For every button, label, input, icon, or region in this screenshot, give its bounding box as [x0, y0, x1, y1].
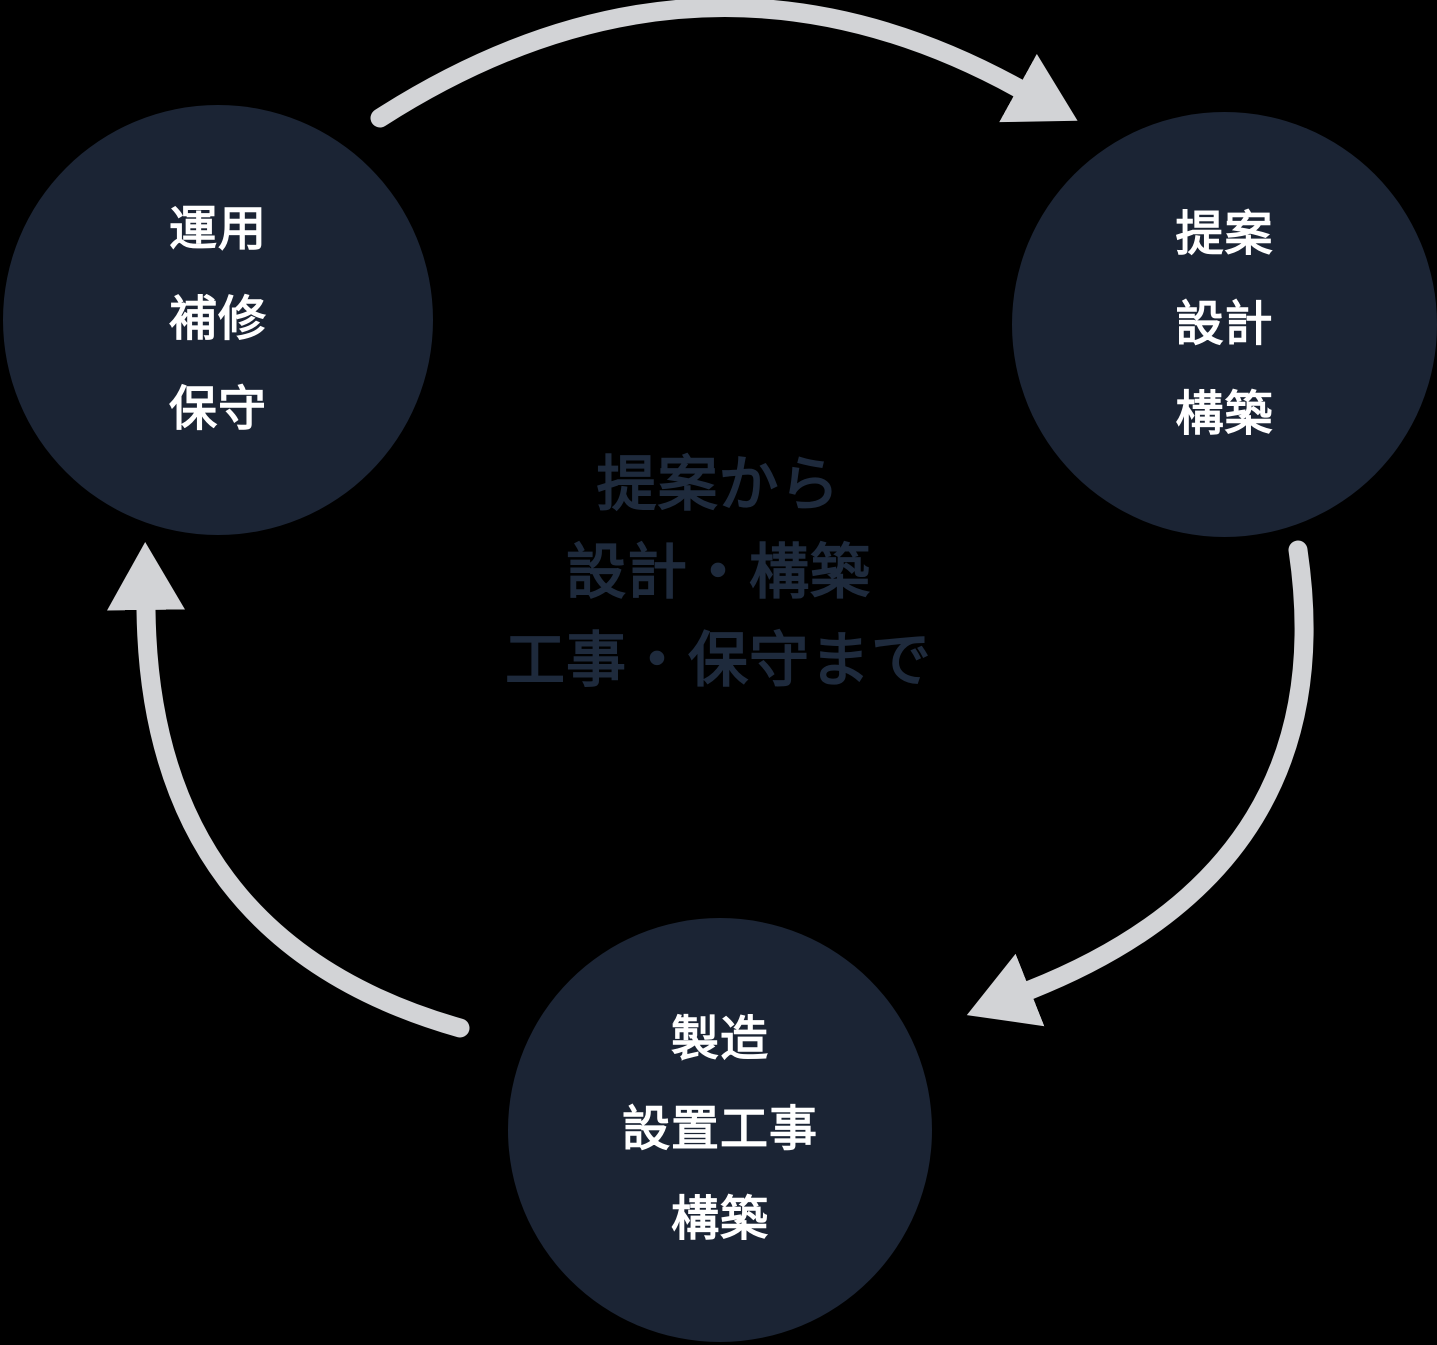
circle-operation: 運用 補修 保守: [3, 105, 433, 535]
center-caption-line: 設計・構築: [566, 539, 871, 606]
center-caption-line: 提案から: [596, 451, 841, 518]
circle-label-line: 設置工事: [621, 1103, 818, 1156]
arrow-right-down-icon: [966, 540, 1314, 1027]
circle-label-line: 提案: [1175, 207, 1274, 261]
circle-label-line: 運用: [168, 203, 267, 256]
circle-label-line: 製造: [670, 1013, 769, 1066]
circle-label-line: 構築: [670, 1193, 769, 1246]
circle-proposal: 提案 設計 構築: [1012, 112, 1437, 537]
circle-label-line: 構築: [1175, 387, 1274, 441]
center-caption-line: 工事・保守まで: [505, 627, 932, 694]
circle-label-line: 設計: [1175, 297, 1274, 351]
center-caption: 提案から 設計・構築 工事・保守まで: [0, 441, 1437, 705]
circle-label-line: 保守: [168, 383, 267, 436]
arrow-left-up-icon: [107, 542, 470, 1038]
circle-label-line: 補修: [168, 293, 267, 346]
arrow-top-clockwise-icon: [370, 0, 1078, 128]
circle-production: 製造 設置工事 構築: [508, 918, 932, 1342]
